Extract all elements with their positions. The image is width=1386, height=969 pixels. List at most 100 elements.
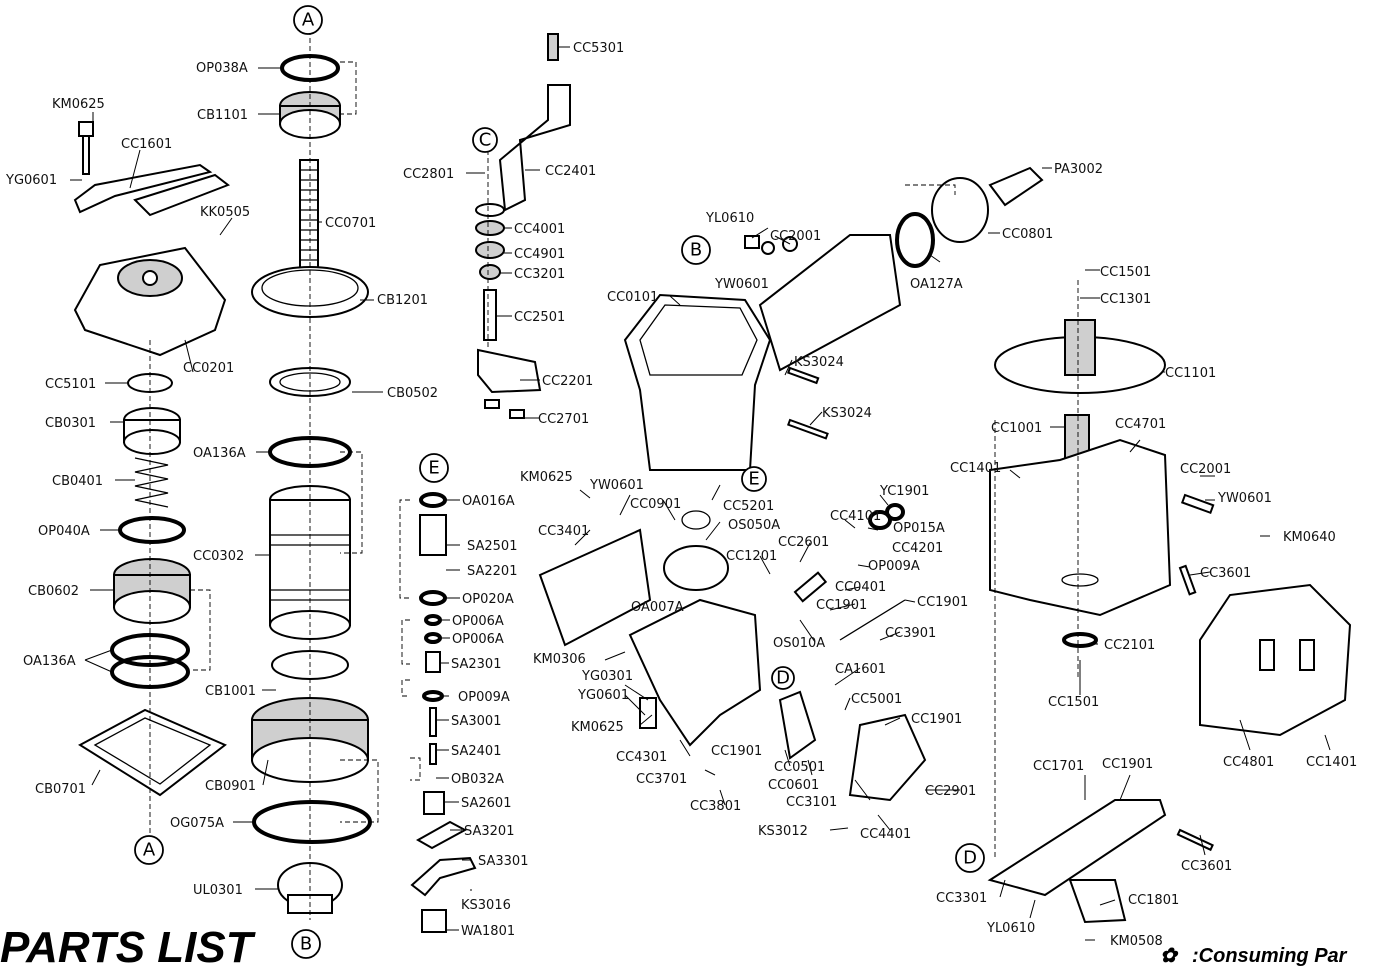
part-label: OA127A — [910, 277, 963, 292]
part-label: CC3901 — [885, 626, 936, 641]
part-label: KM0640 — [1283, 530, 1336, 545]
callout-e-stack: E — [419, 453, 449, 483]
part-label: CC2401 — [545, 164, 596, 179]
part-label: CC0302 — [193, 549, 244, 564]
part-label: OP009A — [868, 559, 920, 574]
part-label: OS050A — [728, 518, 780, 533]
part-label: SA2501 — [467, 539, 517, 554]
part-label: KM0625 — [520, 470, 573, 485]
part-label: PA3002 — [1054, 162, 1103, 177]
part-label: CC0401 — [835, 580, 886, 595]
part-label: CC4801 — [1223, 755, 1274, 770]
callout-a-top: A — [293, 5, 323, 35]
drawing-valve-stack — [410, 492, 477, 933]
part-label: SA2401 — [451, 744, 501, 759]
part-label: CC4401 — [860, 827, 911, 842]
part-label: CA1601 — [835, 662, 886, 677]
part-label: CC0101 — [607, 290, 658, 305]
part-label: CC1601 — [121, 137, 172, 152]
svg-text:A: A — [302, 10, 315, 31]
callout-b-body: B — [681, 235, 711, 265]
part-label: SA2601 — [461, 796, 511, 811]
part-label: CC3301 — [936, 891, 987, 906]
svg-text:C: C — [479, 130, 492, 151]
part-label: CC4101 — [830, 509, 881, 524]
part-label: CC2201 — [542, 374, 593, 389]
part-label: CC4201 — [892, 541, 943, 556]
drawing-left-column — [73, 121, 231, 797]
part-label: KK0505 — [200, 205, 250, 220]
part-label: SA3001 — [451, 714, 501, 729]
part-label: CC1701 — [1033, 759, 1084, 774]
parts-list-title: PARTS LIST — [0, 923, 256, 969]
part-label: CC3101 — [786, 795, 837, 810]
part-label: CC0701 — [325, 216, 376, 231]
part-label: CB0701 — [35, 782, 86, 797]
callout-c: C — [472, 127, 498, 153]
part-label: CC1401 — [950, 461, 1001, 476]
part-label: SA2201 — [467, 564, 517, 579]
part-label: CC1901 — [917, 595, 968, 610]
part-label: CC5101 — [45, 377, 96, 392]
part-label: CB0602 — [28, 584, 79, 599]
part-label: CC1101 — [1165, 366, 1216, 381]
part-label: KM0306 — [533, 652, 586, 667]
part-label: CC2801 — [403, 167, 454, 182]
part-label: YC1901 — [879, 484, 929, 499]
part-label: YG0301 — [581, 669, 633, 684]
part-label: CB0401 — [52, 474, 103, 489]
svg-text:B: B — [690, 240, 702, 261]
consuming-parts-note: :Consuming Par — [1192, 945, 1348, 967]
part-label: CC2001 — [1180, 462, 1231, 477]
drawing-nose-assembly — [538, 503, 927, 802]
part-labels: OP038A CB1101 KM0625 CC1601 YG0601 CC070… — [5, 41, 1357, 949]
alignment-lines — [149, 30, 1079, 920]
drawing-trigger-valve — [475, 33, 571, 419]
part-label: YW0601 — [589, 478, 644, 493]
part-label: CC3201 — [514, 267, 565, 282]
part-label: OA007A — [631, 600, 684, 615]
part-label: CC1301 — [1100, 292, 1151, 307]
part-label: KM0625 — [571, 720, 624, 735]
part-label: CC5301 — [573, 41, 624, 56]
part-label: CC1001 — [991, 421, 1042, 436]
part-label: CC2001 — [770, 229, 821, 244]
part-label: CC1801 — [1128, 893, 1179, 908]
part-label: OP040A — [38, 524, 90, 539]
part-label: OG075A — [170, 816, 224, 831]
svg-text:B: B — [300, 934, 312, 955]
svg-text:D: D — [963, 848, 977, 869]
svg-text:A: A — [143, 840, 156, 861]
part-label: OA136A — [193, 446, 246, 461]
part-label: CC4901 — [514, 247, 565, 262]
part-label: CC0801 — [1002, 227, 1053, 242]
part-label: CC1501 — [1048, 695, 1099, 710]
part-label: CC2101 — [1104, 638, 1155, 653]
part-label: SA3301 — [478, 854, 528, 869]
part-label: UL0301 — [193, 883, 243, 898]
part-label: OP015A — [893, 521, 945, 536]
part-label: CC2901 — [925, 784, 976, 799]
drawing-magazine — [987, 319, 1352, 924]
part-label: CC2601 — [778, 535, 829, 550]
svg-text:D: D — [776, 668, 790, 689]
drawing-body — [623, 166, 1044, 471]
part-label: CC3801 — [690, 799, 741, 814]
part-label: CC0501 — [774, 760, 825, 775]
part-label: CC4701 — [1115, 417, 1166, 432]
part-label: CC0201 — [183, 361, 234, 376]
part-label: CC3401 — [538, 524, 589, 539]
part-label: CB0502 — [387, 386, 438, 401]
svg-text:E: E — [748, 469, 759, 490]
part-label: KS3024 — [794, 355, 844, 370]
part-label: CC3701 — [636, 772, 687, 787]
callout-e-body: E — [741, 466, 767, 492]
part-label: CC2501 — [514, 310, 565, 325]
part-label: OP020A — [462, 592, 514, 607]
part-label: YW0601 — [1217, 491, 1272, 506]
part-label: KS3024 — [822, 406, 872, 421]
part-label: CC0601 — [768, 778, 819, 793]
part-label: CC5001 — [851, 692, 902, 707]
callout-d-magazine: D — [955, 843, 985, 873]
